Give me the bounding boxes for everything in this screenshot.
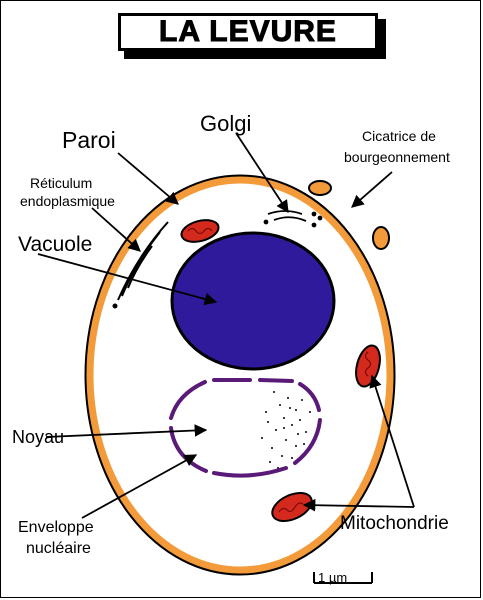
mito-arrow-bottom	[302, 498, 415, 512]
label-cicatrice-1: Cicatrice de	[362, 128, 436, 144]
golgi-apparatus	[263, 210, 323, 228]
cicatrice-arrow	[351, 171, 393, 208]
paroi-arrow	[117, 152, 179, 205]
enveloppe-arrow	[81, 454, 198, 519]
label-golgi: Golgi	[200, 111, 251, 136]
page-title: LA LEVURE	[159, 15, 337, 49]
label-paroi: Paroi	[62, 127, 116, 153]
label-cicatrice-2: bourgeonnement	[344, 149, 450, 165]
label-mitochondrie: Mitochondrie	[340, 513, 449, 534]
nucleolus-dots	[261, 391, 311, 469]
nuclear-envelope	[169, 378, 322, 478]
mito-arrow-right	[369, 374, 415, 508]
label-enveloppe-1: Enveloppe	[18, 519, 94, 536]
golgi-arrow	[235, 132, 289, 214]
bud-scar-top	[308, 180, 332, 196]
scale-bar: 1 µm	[313, 570, 373, 585]
label-reticulum-1: Réticulum	[30, 175, 92, 191]
nucleus	[169, 378, 322, 478]
vacuole	[170, 231, 336, 371]
bud-scar-right	[372, 226, 390, 250]
reticulum-arrow	[91, 207, 141, 252]
leader-lines	[37, 132, 415, 519]
mitochondrion-top	[180, 219, 220, 243]
label-enveloppe-2: nucléaire	[26, 540, 91, 557]
label-vacuole: Vacuole	[18, 233, 92, 256]
mitochondrion-bottom	[271, 491, 313, 523]
endoplasmic-reticulum	[112, 221, 169, 309]
title-box: LA LEVURE	[118, 13, 378, 51]
vacuole-arrow	[37, 253, 218, 306]
noyau-arrow	[45, 424, 208, 438]
label-reticulum-2: endoplasmique	[20, 193, 115, 209]
label-noyau: Noyau	[12, 427, 64, 447]
scale-label: 1 µm	[318, 570, 347, 585]
